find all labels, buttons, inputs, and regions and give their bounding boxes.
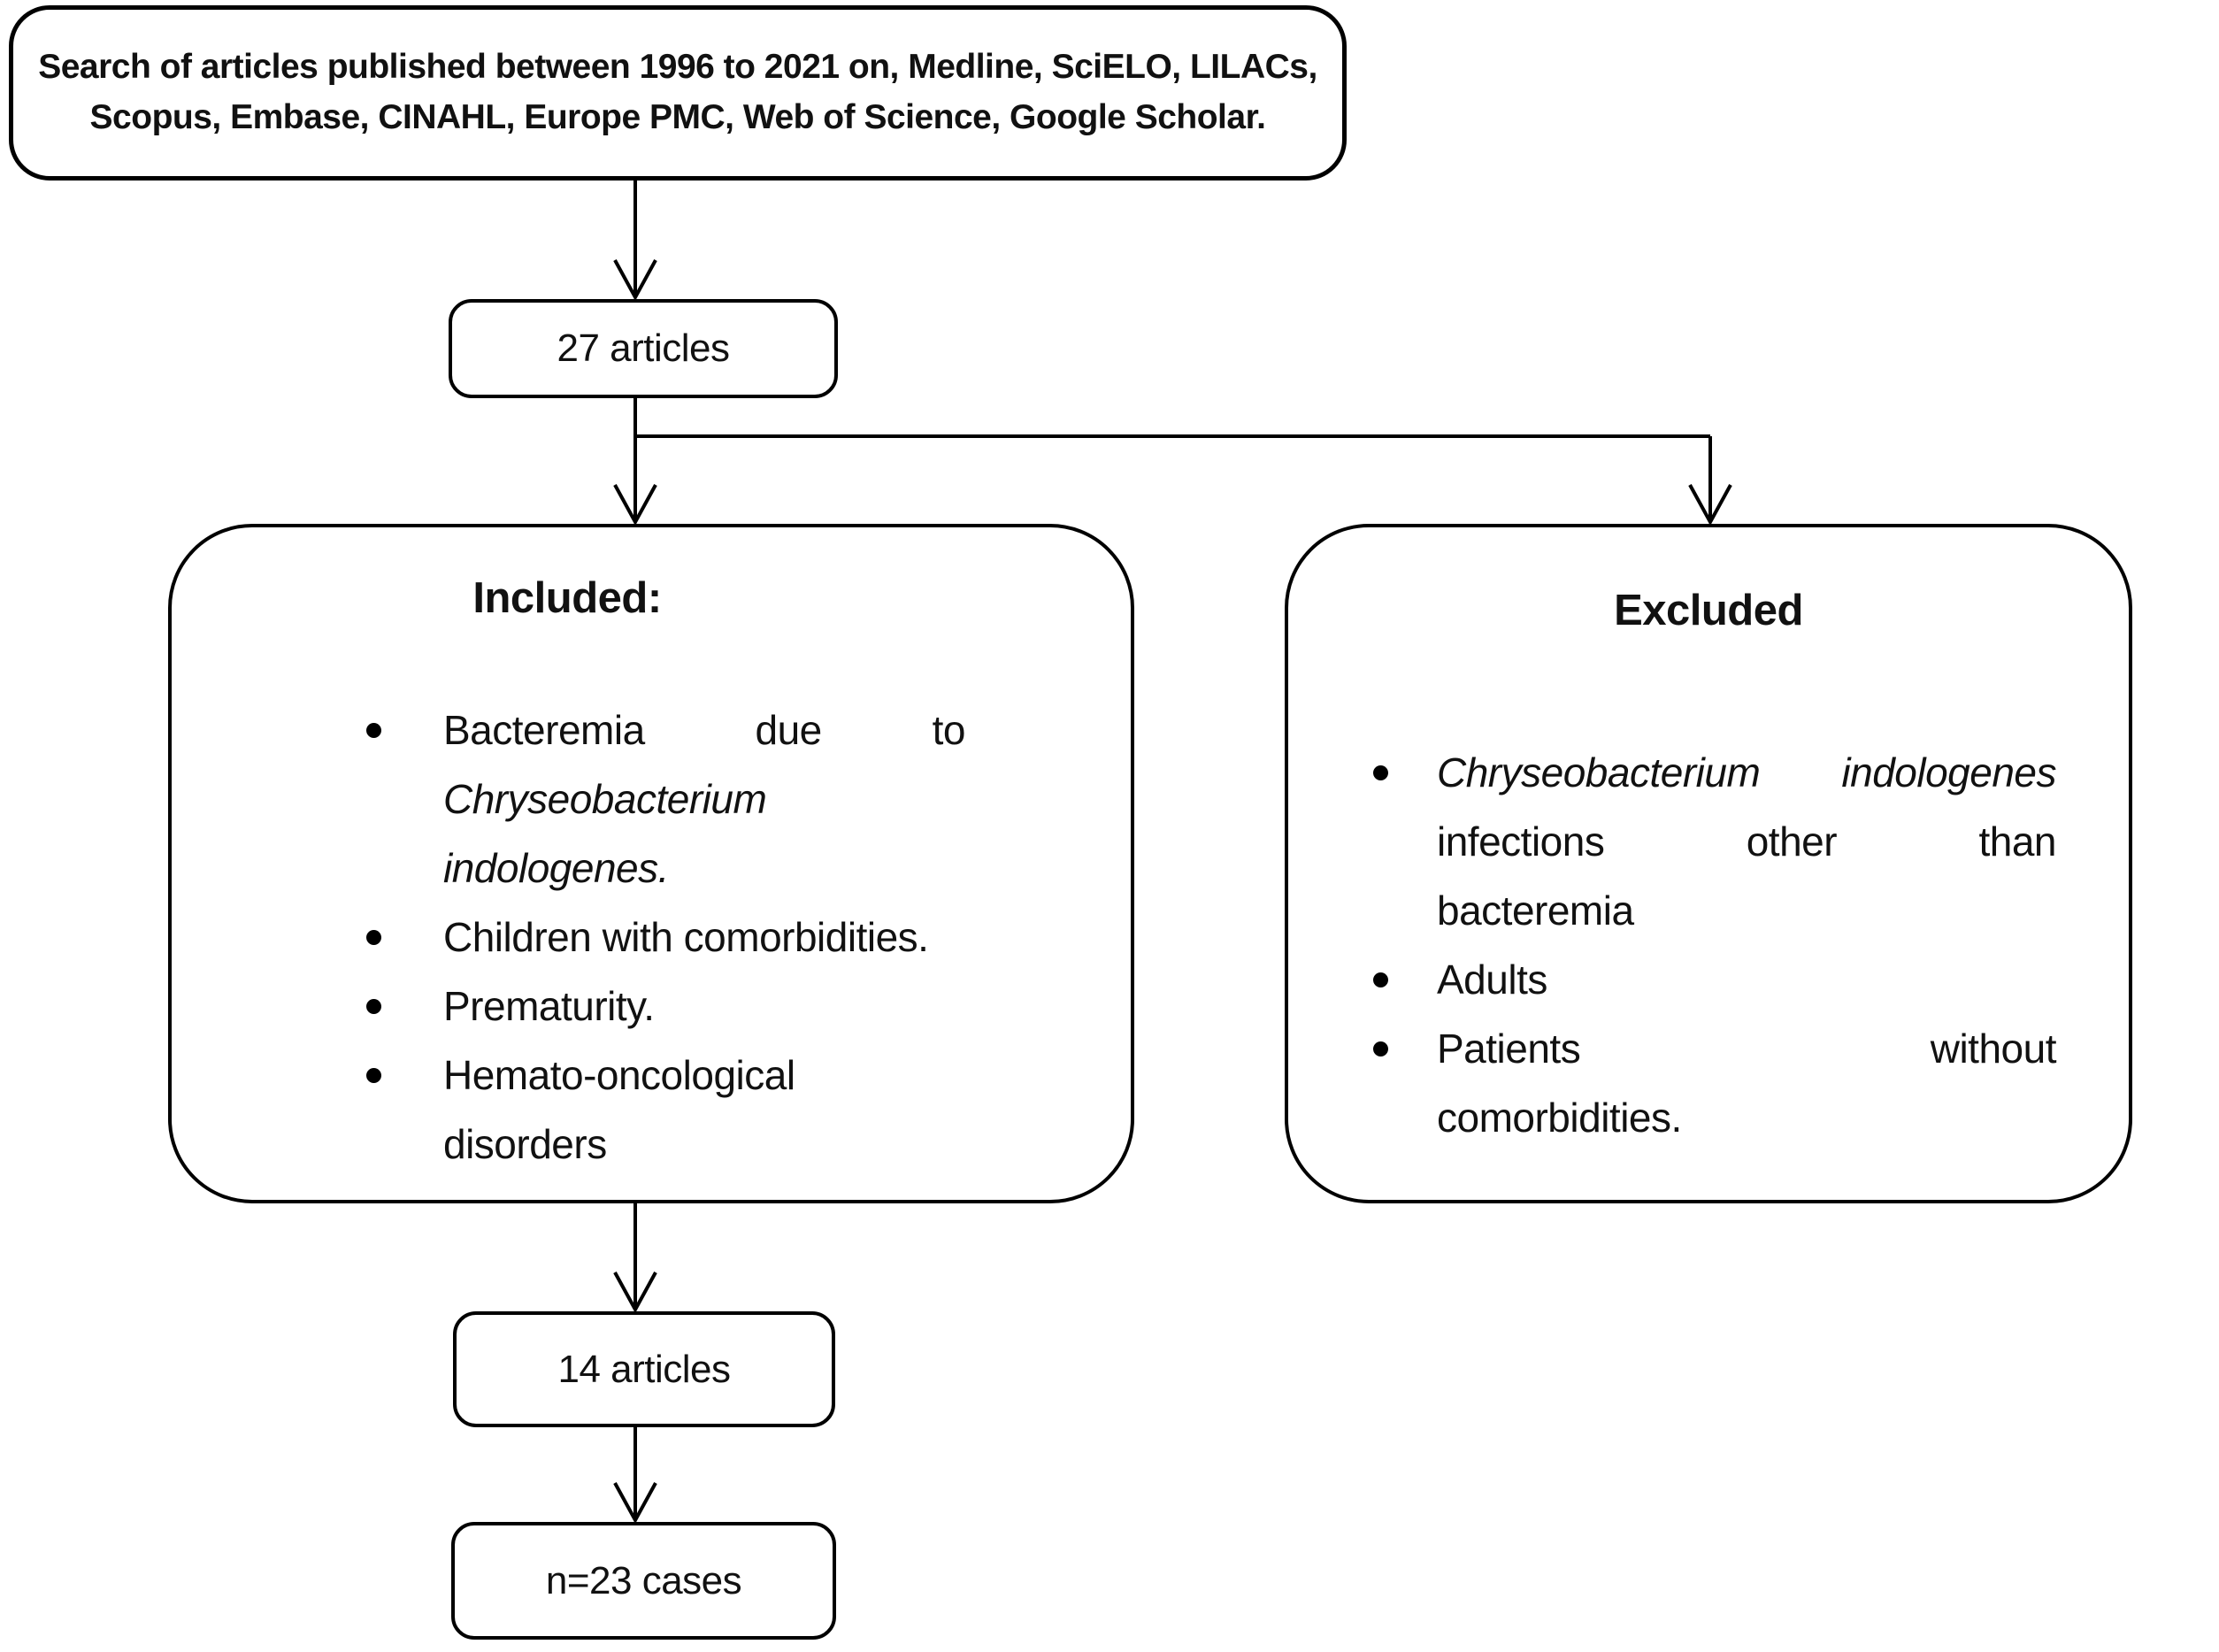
list-item-text: Children with comorbidities. (443, 903, 965, 972)
excluded-criteria-box: Excluded Chryseobacterium indologenes inf… (1285, 524, 2132, 1203)
bullet-icon (1373, 1041, 1388, 1057)
text-line: Chryseobacterium (443, 776, 767, 822)
list-item-text: Bacteremia due to Chryseobacterium indolog… (443, 695, 966, 903)
included-list: Bacteremia due to Chryseobacterium indolog… (172, 695, 1131, 1179)
bullet-icon (366, 723, 381, 738)
articles-found-box: 27 articles (449, 299, 838, 398)
arrow-27articles-to-excluded (635, 434, 1732, 526)
list-item: Prematurity. (366, 972, 1131, 1041)
list-item: Bacteremia due to Chryseobacterium indolog… (366, 695, 1131, 903)
included-title: Included: (472, 574, 662, 622)
text-line: infections other than (1437, 818, 2057, 864)
text-line: Children with comorbidities. (443, 914, 929, 960)
text-line: indologenes. (443, 845, 669, 891)
text-line: Bacteremia due to (443, 707, 966, 753)
excluded-list: Chryseobacterium indologenes infections o… (1288, 738, 2129, 1152)
text-line: Prematurity. (443, 983, 655, 1029)
list-item: Hemato-oncological disorders (366, 1041, 1131, 1179)
text-line: Adults (1437, 957, 1547, 1003)
text-line: bacteremia (1437, 887, 1634, 934)
arrow-14articles-to-cases (613, 1427, 657, 1525)
included-criteria-box: Included: Bacteremia due to Chryseobacter… (168, 524, 1134, 1203)
arrow-27articles-to-included (613, 398, 657, 526)
bullet-icon (366, 930, 381, 945)
list-item: Children with comorbidities. (366, 903, 1131, 972)
articles-selected-label: 14 articles (557, 1347, 731, 1391)
cases-box: n=23 cases (451, 1522, 836, 1640)
list-item-text: Chryseobacterium indologenes infections o… (1437, 738, 2057, 945)
list-item-text: Adults (1437, 945, 2056, 1014)
search-sources-line1: Search of articles published between 199… (38, 48, 1317, 87)
arrow-search-to-27articles (613, 181, 657, 302)
text-line: Chryseobacterium indologenes (1437, 749, 2057, 795)
articles-selected-box: 14 articles (453, 1311, 835, 1427)
list-item-text: Patients without comorbidities. (1437, 1014, 2057, 1152)
arrow-included-to-14articles (613, 1203, 657, 1314)
bullet-icon (366, 1068, 381, 1083)
text-line: Hemato-oncological (443, 1052, 795, 1098)
list-item: Patients without comorbidities. (1373, 1014, 2129, 1152)
articles-found-label: 27 articles (557, 327, 730, 370)
bullet-icon (1373, 765, 1388, 780)
list-item: Adults (1373, 945, 2129, 1014)
text-line: Patients without (1437, 1026, 2057, 1072)
list-item: Chryseobacterium indologenes infections o… (1373, 738, 2129, 945)
text-line: comorbidities. (1437, 1095, 1682, 1141)
text-line: disorders (443, 1121, 607, 1167)
search-sources-box: Search of articles published between 199… (9, 5, 1347, 181)
search-sources-line2: Scopus, Embase, CINAHL, Europe PMC, Web … (89, 98, 1266, 136)
cases-label: n=23 cases (545, 1558, 742, 1602)
bullet-icon (366, 999, 381, 1014)
list-item-text: Hemato-oncological disorders (443, 1041, 965, 1179)
list-item-text: Prematurity. (443, 972, 965, 1041)
bullet-icon (1373, 972, 1388, 987)
excluded-title: Excluded (1614, 587, 1803, 634)
